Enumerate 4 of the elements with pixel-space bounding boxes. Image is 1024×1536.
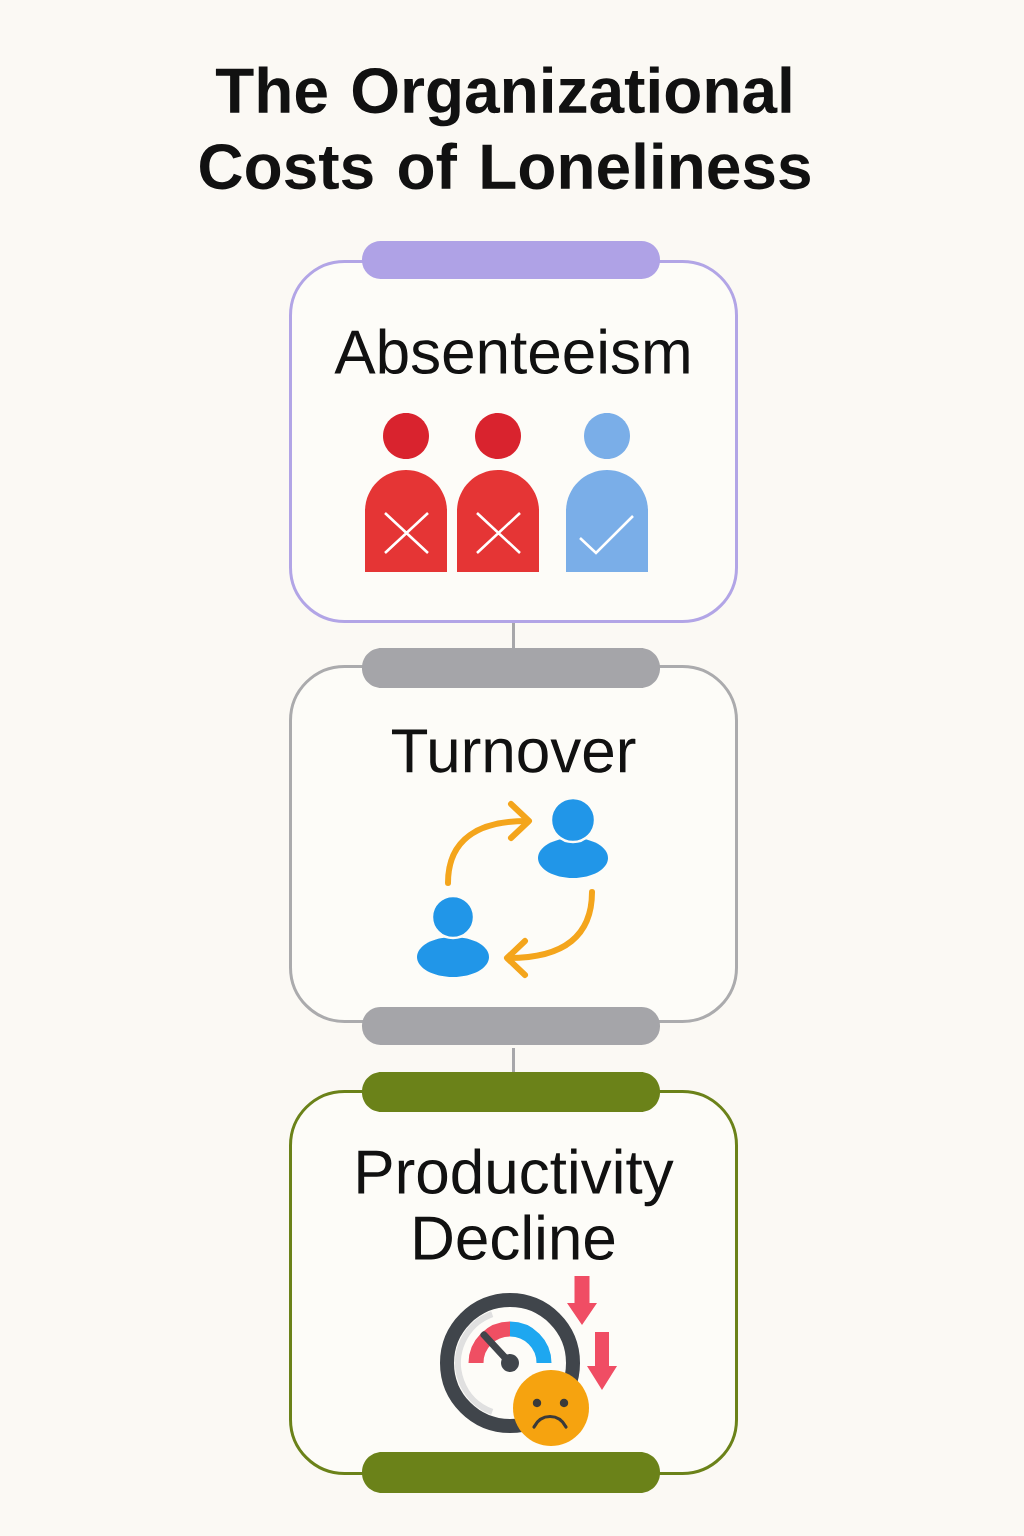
process-box: Turnover [289, 648, 738, 1045]
connector-line [512, 1048, 515, 1072]
title: The Organizational Costs of Loneliness [200, 66, 810, 190]
connector-line [512, 623, 515, 648]
